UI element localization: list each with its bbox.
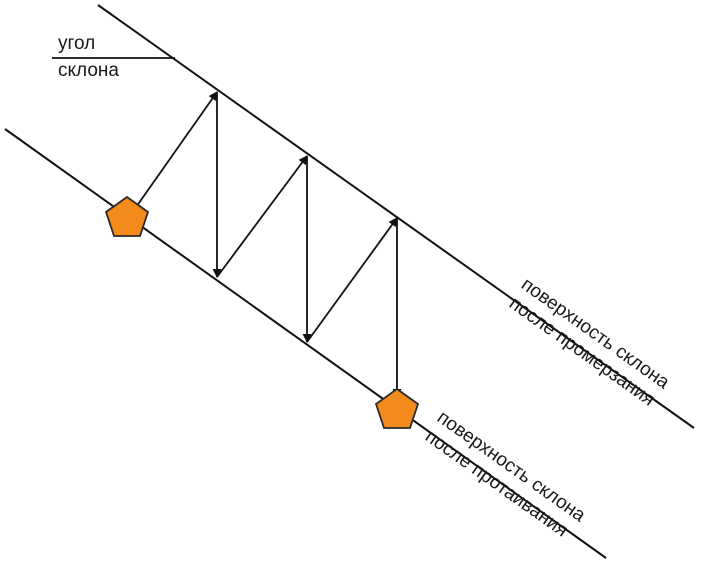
- heave-arrow-1: [126, 91, 218, 221]
- displacement-arrows: [126, 91, 402, 398]
- particle-end-icon: [374, 387, 420, 429]
- particle-start-icon: [104, 195, 150, 237]
- heave-arrow-2: [216, 155, 308, 278]
- frozen-surface-line: [97, 4, 695, 429]
- thawed-surface-line: [4, 128, 607, 559]
- slope-angle-label-line2: склона: [58, 60, 119, 81]
- heave-arrow-3: [306, 217, 398, 343]
- slope-angle-label-line1: угол: [58, 33, 95, 54]
